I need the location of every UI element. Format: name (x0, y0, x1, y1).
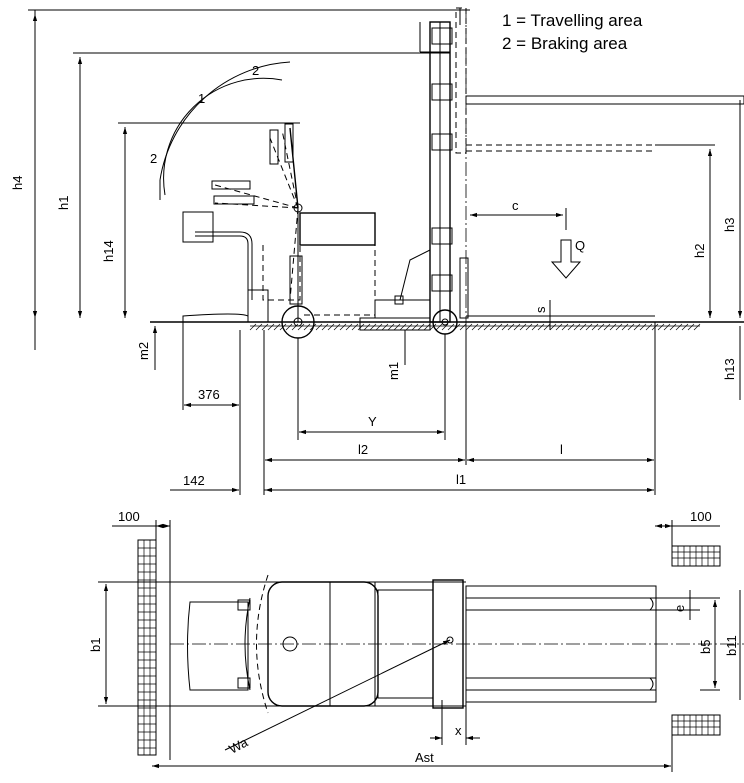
dim-b11: b11 (724, 635, 739, 656)
side-view: 1 2 2 h4 h1 h14 m2 m1 s h2 (10, 7, 744, 495)
dim-h1: h1 (56, 196, 71, 210)
load-q: Q (575, 238, 585, 253)
arc-label-2-lower: 2 (150, 151, 157, 166)
arc-label-1: 1 (198, 91, 205, 106)
dim-l: l (560, 442, 563, 457)
dim-h2: h2 (692, 244, 707, 258)
truck-outline-top (98, 574, 744, 714)
dim-m2: m2 (136, 342, 151, 360)
vertical-dimensions-right: h2 h3 h13 (655, 100, 743, 400)
dim-h13: h13 (722, 358, 737, 380)
dim-h3: h3 (722, 218, 737, 232)
mast (419, 7, 467, 330)
dim-wa: Wa (226, 734, 251, 757)
dim-b5: b5 (698, 640, 713, 654)
dim-c: c (512, 198, 519, 213)
dim-100-left: 100 (118, 509, 140, 524)
braking-arc (163, 77, 283, 196)
dim-h4: h4 (10, 176, 25, 190)
tiller-arm (211, 123, 303, 322)
load-centre: c Q (470, 198, 585, 279)
dim-142: 142 (183, 473, 205, 488)
dim-100-right: 100 (690, 509, 712, 524)
dim-376: 376 (198, 387, 220, 402)
raised-forks (459, 95, 744, 319)
dim-e: e (672, 605, 687, 612)
dim-ast: Ast (415, 750, 434, 765)
arc-label-2-upper: 2 (252, 63, 259, 78)
dim-h14: h14 (101, 240, 116, 262)
vertical-dimensions-left: h4 h1 h14 m2 m1 s (10, 9, 551, 380)
chassis (182, 211, 431, 331)
dim-l2: l2 (358, 442, 368, 457)
dim-m1: m1 (386, 362, 401, 380)
dim-x: x (455, 723, 462, 738)
forks-top (465, 585, 657, 703)
legend: 1 = Travelling area 2 = Braking area (498, 7, 744, 57)
dim-s: s (533, 306, 548, 313)
dim-b1: b1 (88, 638, 103, 652)
top-view: 100 100 (88, 509, 744, 772)
dim-y: Y (368, 414, 377, 429)
pallet-grid-right-bottom (671, 714, 721, 736)
legend-item-travelling: 1 = Travelling area (502, 11, 643, 30)
pallet-grid-right-top (671, 545, 721, 567)
pallet-grid-left (137, 539, 157, 756)
dim-l1: l1 (456, 472, 466, 487)
horizontal-dimensions: 376 Y l2 l 142 l1 (170, 320, 656, 495)
ground-hatching (249, 323, 701, 331)
legend-item-braking: 2 = Braking area (502, 34, 628, 53)
